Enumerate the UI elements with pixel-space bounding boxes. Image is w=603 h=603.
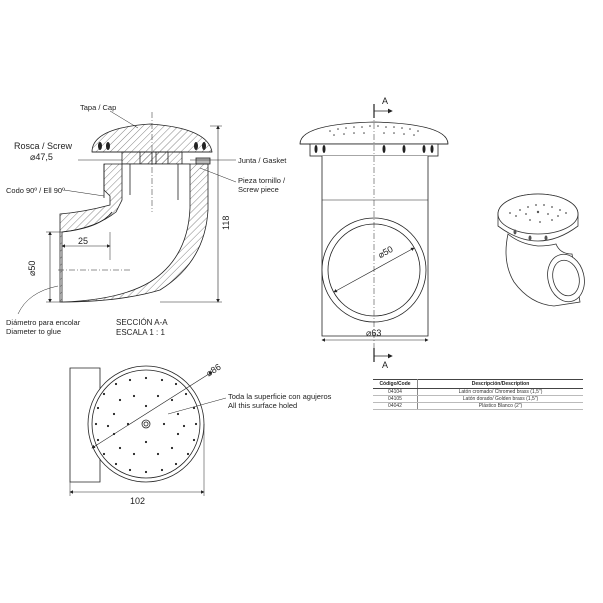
dim-118: 118 — [221, 215, 231, 230]
glue-diameter-label-2: Diameter to glue — [6, 327, 62, 336]
table-header-description: Descripción/Description — [417, 379, 583, 389]
glue-diameter-label-1: Diámetro para encolar — [6, 318, 81, 327]
section-scale: ESCALA 1 : 1 — [116, 328, 165, 337]
gasket-label: Junta / Gasket — [238, 156, 287, 165]
screw-piece-label-2: Screw piece — [238, 185, 279, 194]
cap-label: Tapa / Cap — [80, 103, 117, 112]
surface-label-2: All this surface holed — [228, 401, 298, 410]
dim-25: 25 — [78, 236, 89, 246]
table-cell-description: Plástico Blanco (2") — [417, 402, 583, 410]
top-view — [69, 365, 227, 496]
dim-63: ⌀63 — [366, 328, 382, 338]
screw-piece-label-1: Pieza tornillo / — [238, 176, 286, 185]
isometric-view — [497, 193, 585, 307]
gasket-shape — [195, 157, 211, 165]
surface-label-1: Toda la superficie con agujeros — [228, 392, 332, 401]
table-cell-code: 04042 — [373, 402, 418, 410]
product-code-table: Código/Code Descripción/Description 0410… — [373, 379, 583, 410]
table-header-row: Código/Code Descripción/Description — [373, 379, 583, 389]
screw-label: Rosca / Screw — [14, 141, 73, 151]
table-row: 04105 Latón dorado/ Golden brass (1,5") — [373, 395, 583, 403]
dim-50-left: ⌀50 — [27, 260, 37, 276]
section-view — [17, 110, 237, 315]
section-title: SECCIÓN A-A — [116, 318, 168, 327]
table-cell-description: Latón cromado/ Chromed brass (1,5") — [417, 388, 583, 396]
section-mark-top: A — [382, 96, 389, 106]
table-cell-code: 04104 — [373, 388, 418, 396]
screw-dim-label: ⌀47,5 — [30, 152, 53, 162]
elbow-label: Codo 90º / Ell 90º — [6, 186, 65, 195]
dim-102: 102 — [130, 496, 146, 506]
table-row: 04042 Plástico Blanco (2") — [373, 402, 583, 410]
section-mark-bottom: A — [382, 360, 389, 370]
table-row: 04104 Latón cromado/ Chromed brass (1,5"… — [373, 388, 583, 396]
table-cell-code: 04105 — [373, 395, 418, 403]
table-header-code: Código/Code — [373, 379, 418, 389]
front-view — [299, 104, 449, 362]
table-cell-description: Latón dorado/ Golden brass (1,5") — [417, 395, 583, 403]
